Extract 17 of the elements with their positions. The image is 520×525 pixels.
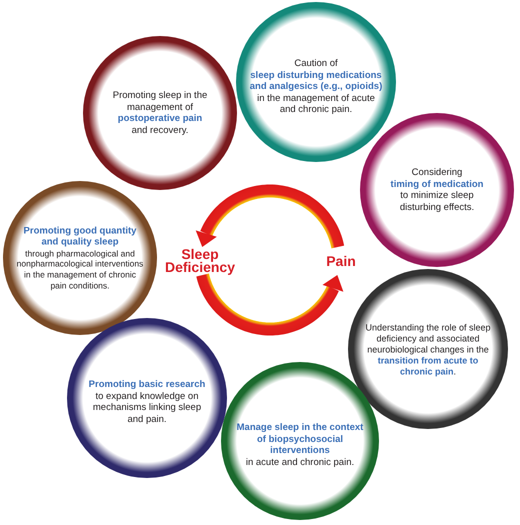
circle-text: Promoting good quantity and quality sleep through pharmacological and nonpharmacological interventions in the management of chronic pain conditions.	[16, 226, 144, 292]
circle-node	[3, 181, 157, 335]
cycle-label: Pain	[322, 247, 360, 275]
circle-text: Manage sleep in the context of biopsychosocial interventions in acute and chronic pain.	[236, 422, 364, 468]
cycle-arrow	[196, 184, 344, 252]
circle-text: Understanding the role of sleep deficiency and associated neurobiological changes in the transition from acute to chronic pain.	[364, 322, 492, 378]
circle-node	[236, 2, 396, 162]
circle-node	[221, 362, 379, 520]
circle-node	[360, 113, 514, 267]
circle-node	[67, 318, 227, 478]
cycle-arrow	[196, 270, 344, 336]
circle-node	[83, 36, 237, 190]
cycle-label: Sleep Deficiency	[160, 247, 240, 275]
circle-text: Considering timing of medication to minimize sleep disturbing effects.	[390, 166, 484, 214]
circle-text: Promoting basic research to expand knowledge on mechanisms linking sleep and pain.	[88, 378, 206, 426]
circle-text: Promoting sleep in the management of postoperative pain and recovery.	[112, 90, 208, 136]
circle-text: Caution of sleep disturbing medications and analgesics (e.g., opioids) in the management of acute and chronic pain.	[249, 58, 383, 116]
